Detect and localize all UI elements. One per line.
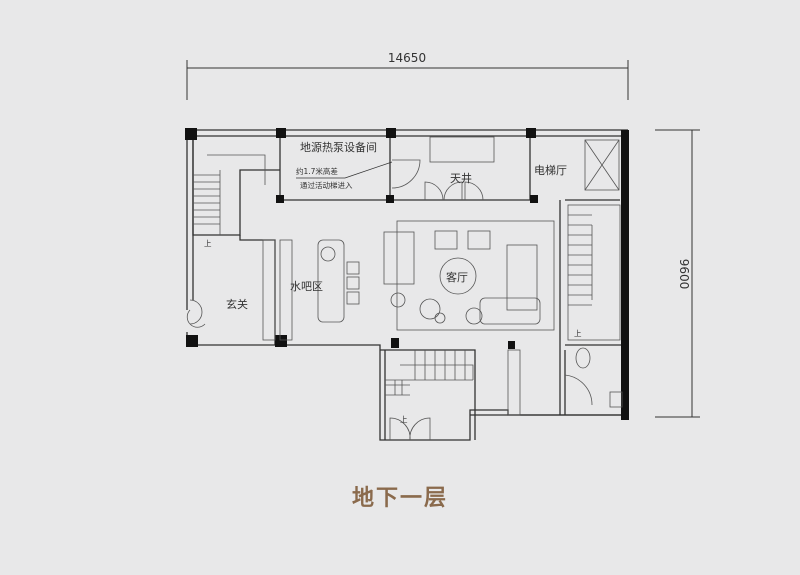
stair-left	[193, 154, 266, 235]
lightwell-skylight	[429, 136, 495, 163]
stair-up-label: 上	[204, 239, 212, 248]
water-bar-label: 水吧区	[290, 280, 323, 293]
walls	[186, 129, 629, 441]
stair-right	[567, 204, 621, 341]
furniture	[262, 220, 623, 416]
columns	[185, 128, 538, 349]
svg-text:9600: 9600	[677, 259, 691, 290]
elevator-hall-label: 电梯厅	[534, 164, 567, 177]
equipment-note-1: 约1.7米高差	[296, 166, 338, 176]
entrance-label: 玄关	[226, 297, 248, 311]
floor-title: 地下一层	[351, 486, 448, 511]
elevator	[584, 139, 620, 191]
doors	[186, 159, 593, 441]
lightwell-label: 天井	[450, 171, 472, 185]
width-dimension: 14650	[186, 51, 629, 100]
equipment-room-label: 地源热泵设备间	[300, 140, 377, 154]
equipment-note-2: 通过活动梯进入	[300, 180, 353, 190]
stair-up-label: 上	[400, 415, 408, 424]
stair-up-label: 上	[574, 329, 582, 338]
svg-text:14650: 14650	[388, 51, 426, 65]
depth-dimension: 9600	[655, 129, 700, 418]
stair-lower	[385, 350, 474, 396]
living-room-label: 客厅	[446, 270, 468, 284]
